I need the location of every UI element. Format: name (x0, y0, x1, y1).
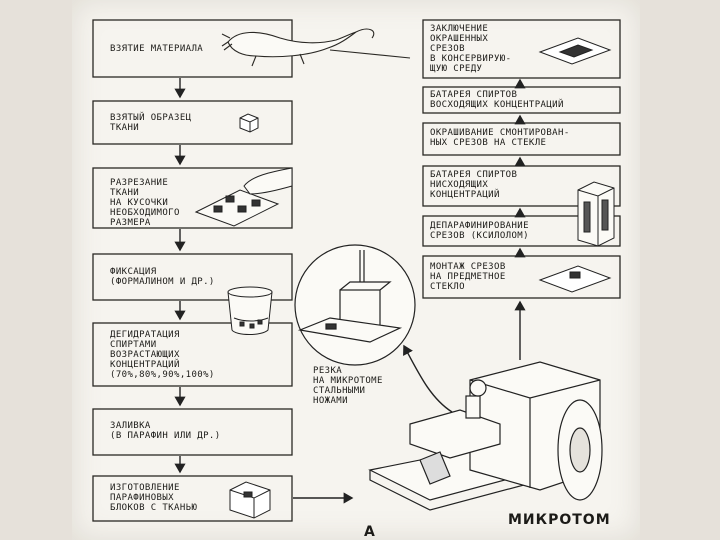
staining-jar-icon (577, 181, 615, 247)
arrow-microtome-to-inset (403, 344, 453, 413)
label-mounting-slide: МОНТАЖ СРЕЗОВ НА ПРЕДМЕТНОЕ СТЕКЛО (430, 262, 506, 292)
label-microtome: МИКРОТОМ (508, 512, 611, 528)
rat-illustration (221, 28, 411, 67)
label-mounting-medium: ЗАКЛЮЧЕНИЕ ОКРАШЕННЫХ СРЕЗОВ В КОНСЕРВИР… (430, 24, 512, 74)
mounted-slide-icon (538, 265, 612, 293)
box-fixation (92, 253, 293, 301)
label-ascending-alcohols: БАТАРЕЯ СПИРТОВ ВОСХОДЯЩИХ КОНЦЕНТРАЦИЙ (430, 90, 564, 110)
box-dehydration (92, 322, 293, 387)
label-fixation: ФИКСАЦИЯ (ФОРМАЛИНОМ И ДР.) (110, 267, 215, 287)
label-microtome-cutting: РЕЗКА НА МИКРОТОМЕ СТАЛЬНЫМИ НОЖАМИ (313, 366, 383, 406)
label-taking-material: ВЗЯТИЕ МАТЕРИАЛА (110, 44, 204, 54)
label-blocks: ИЗГОТОВЛЕНИЕ ПАРАФИНОВЫХ БЛОКОВ С ТКАНЬЮ (110, 483, 198, 513)
figure-letter: А (364, 524, 376, 540)
label-staining: ОКРАШИВАНИЕ СМОНТИРОВАН- НЫХ СРЕЗОВ НА С… (430, 128, 570, 148)
label-embedding: ЗАЛИВКА (В ПАРАФИН ИЛИ ДР.) (110, 421, 221, 441)
microtome-illustration (368, 361, 603, 511)
slide-with-coverslip-icon (538, 37, 612, 65)
label-descending-alcohols: БАТАРЕЯ СПИРТОВ НИСХОДЯЩИХ КОНЦЕНТРАЦИЙ (430, 170, 518, 200)
label-cutting: РАЗРЕЗАНИЕ ТКАНИ НА КУСОЧКИ НЕОБХОДИМОГО… (110, 178, 180, 228)
right-margin (640, 0, 720, 540)
paraffin-block-illustration (229, 481, 271, 519)
tissue-cube-illustration (239, 113, 259, 133)
label-deparaffinization: ДЕПАРАФИНИРОВАНИЕ СРЕЗОВ (КСИЛОЛОМ) (430, 221, 529, 241)
left-margin (0, 0, 72, 540)
fixation-beaker-illustration (227, 286, 273, 335)
box-embedding (92, 408, 293, 456)
box-mounting-medium (422, 19, 621, 79)
box-blocks (92, 475, 293, 522)
label-tissue-sample: ВЗЯТЫЙ ОБРАЗЕЦ ТКАНИ (110, 113, 192, 133)
label-dehydration: ДЕГИДРАТАЦИЯ СПИРТАМИ ВОЗРАСТАЮЩИХ КОНЦЕ… (110, 330, 215, 380)
cutting-board-illustration (194, 167, 293, 227)
box-tissue-sample (92, 100, 293, 145)
microtome-inset (294, 244, 416, 366)
box-cutting (92, 167, 293, 229)
